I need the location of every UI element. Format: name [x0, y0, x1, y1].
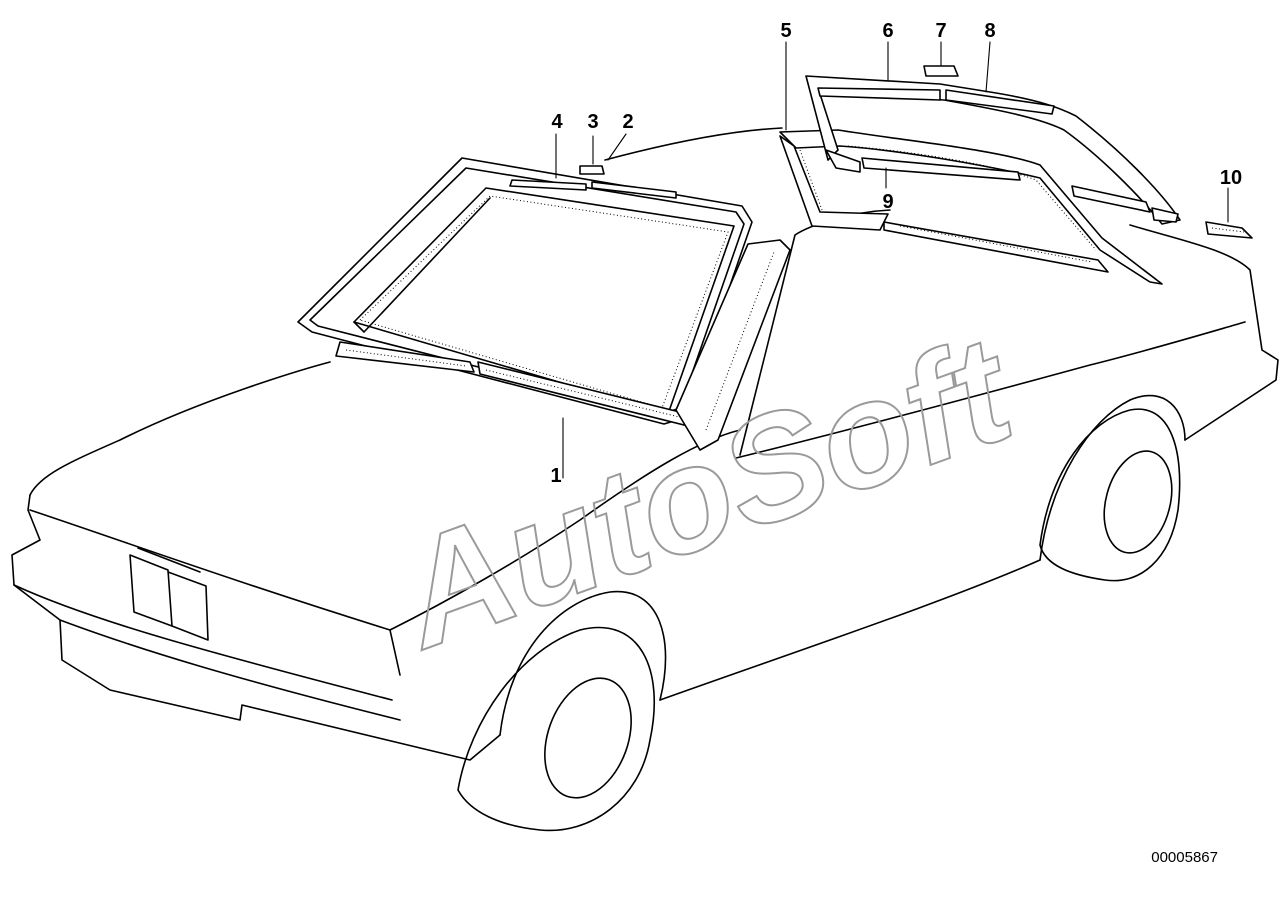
diagram-reference-number: 00005867 [1151, 849, 1218, 866]
callout-8: 8 [984, 20, 995, 42]
car-body [11, 127, 1279, 832]
callout-6: 6 [882, 20, 893, 42]
leader-lines [555, 41, 1229, 479]
callouts: 1 2 3 4 5 6 7 8 9 10 [550, 20, 1242, 487]
callout-4: 4 [551, 111, 563, 133]
callout-7: 7 [935, 20, 946, 42]
callout-2: 2 [622, 111, 633, 133]
callout-1: 1 [550, 465, 561, 487]
callout-3: 3 [587, 111, 598, 133]
callout-5: 5 [780, 20, 791, 42]
windshield-seal [297, 157, 791, 451]
callout-9: 9 [882, 191, 893, 213]
rear-window-seal [779, 65, 1253, 285]
callout-10: 10 [1220, 167, 1242, 189]
